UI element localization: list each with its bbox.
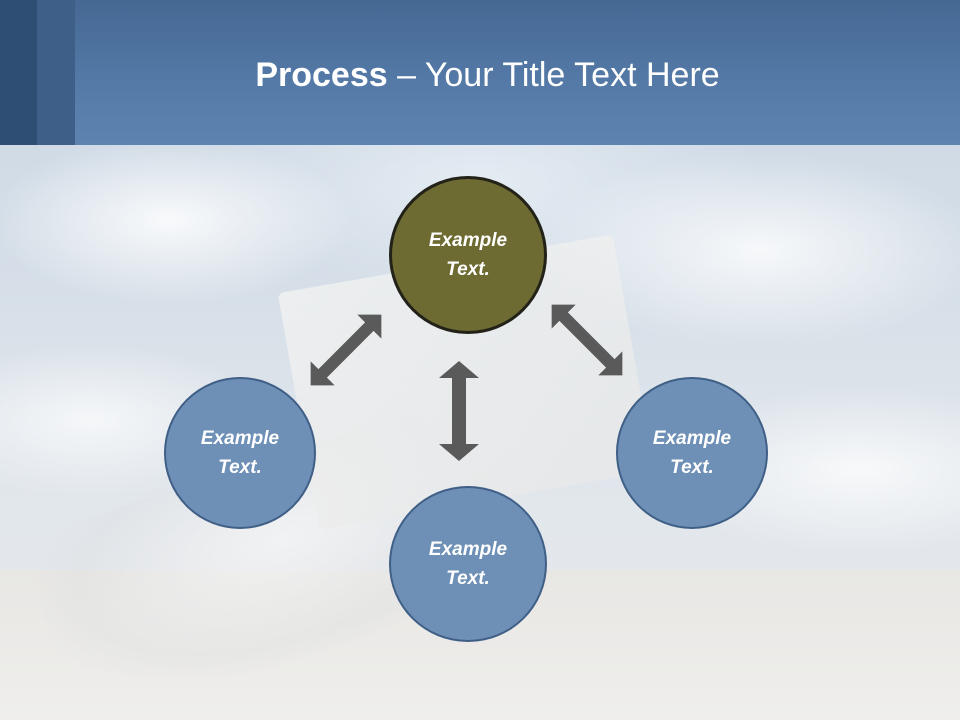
double-arrow-icon bbox=[310, 314, 382, 386]
process-node-left[interactable]: Example Text. bbox=[164, 377, 316, 529]
node-left-label: Example Text. bbox=[200, 428, 280, 478]
double-arrow-icon bbox=[551, 304, 623, 376]
node-top-label: Example Text. bbox=[428, 230, 508, 280]
node-right-label: Example Text. bbox=[652, 428, 732, 478]
title-rest: – Your Title Text Here bbox=[387, 56, 720, 94]
double-arrow-icon bbox=[439, 361, 479, 461]
slide-title[interactable]: Process – Your Title Text Here bbox=[75, 50, 900, 100]
node-bottom-label: Example Text. bbox=[428, 539, 508, 589]
title-bold: Process bbox=[255, 56, 388, 94]
header-accent-dark bbox=[0, 0, 37, 145]
header-accent-mid bbox=[37, 0, 75, 145]
process-node-bottom[interactable]: Example Text. bbox=[389, 486, 547, 642]
process-node-right[interactable]: Example Text. bbox=[616, 377, 768, 529]
process-node-top[interactable]: Example Text. bbox=[389, 176, 547, 334]
header-bar: Process – Your Title Text Here bbox=[0, 0, 960, 145]
